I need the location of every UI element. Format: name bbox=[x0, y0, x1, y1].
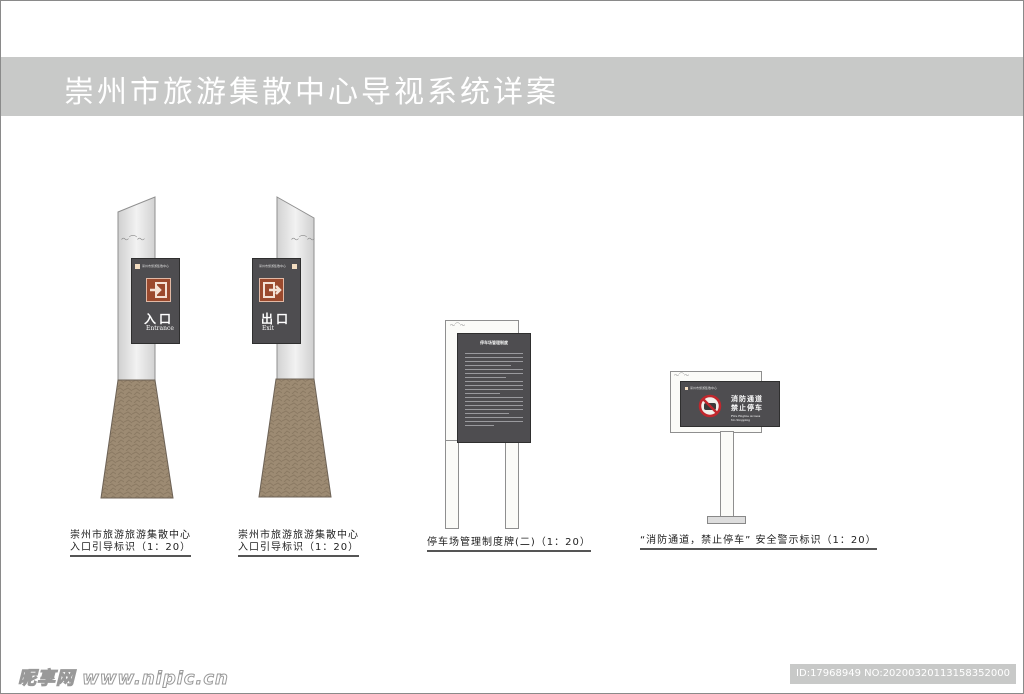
caption-line: 入口引导标识（1：20） bbox=[238, 542, 360, 557]
board-leg-left bbox=[445, 440, 459, 529]
logo-icon bbox=[292, 264, 297, 269]
image-id-badge: ID:17968949 NO:20200320113158352000 bbox=[790, 664, 1016, 684]
stone-base bbox=[100, 379, 174, 499]
main-label: 入口 bbox=[144, 312, 175, 326]
rules-text-block bbox=[465, 350, 523, 429]
sub-label: Exit bbox=[262, 325, 275, 332]
wave-logo-icon: ～⌒～ bbox=[121, 235, 145, 244]
warning-line: 消防通道 bbox=[731, 395, 763, 403]
warning-sub-line: Fire Engine Access bbox=[731, 414, 761, 418]
enter-door-icon bbox=[146, 278, 171, 302]
entrance-panel: 崇州市旅游集散中心 入口 Entrance bbox=[131, 258, 180, 344]
wave-logo-icon: ～⌒～ bbox=[291, 235, 315, 244]
watermark: 昵享网 www.nipic.cn bbox=[18, 668, 229, 690]
caption-line: “消防通道，禁止停车” 安全警示标识（1：20） bbox=[640, 535, 877, 550]
page-title: 崇州市旅游集散中心导视系统详案 bbox=[64, 75, 559, 110]
board-title: 停车场管理制度 bbox=[480, 340, 508, 345]
panel-header: 崇州市旅游集散中心 bbox=[142, 264, 170, 268]
exit-panel: 崇州市旅游集散中心 出口 Exit bbox=[252, 258, 301, 344]
entrance-caption: 崇州市旅游旅游集散中心 入口引导标识（1：20） bbox=[70, 530, 192, 557]
logo-icon bbox=[135, 264, 140, 269]
stone-base bbox=[258, 378, 332, 498]
caption-line: 停车场管理制度牌(二)（1：20） bbox=[427, 537, 591, 552]
exit-door-icon bbox=[259, 278, 284, 302]
post-base bbox=[707, 516, 746, 524]
rules-panel: 停车场管理制度 bbox=[457, 333, 531, 443]
board-leg-right bbox=[505, 440, 519, 529]
panel-header: 崇州市旅游集散中心 bbox=[259, 264, 287, 268]
warning-title: 消防通道 禁止停车 bbox=[731, 395, 763, 413]
exit-caption: 崇州市旅游旅游集散中心 入口引导标识（1：20） bbox=[238, 530, 360, 557]
caption-line: 入口引导标识（1：20） bbox=[70, 542, 192, 557]
no-parking-car-icon bbox=[698, 394, 722, 418]
caption-line: 崇州市旅游旅游集散中心 bbox=[238, 530, 359, 541]
warning-line: 禁止停车 bbox=[731, 404, 763, 412]
title-bar: 崇州市旅游集散中心导视系统详案 bbox=[1, 57, 1023, 116]
wave-logo-icon: ～⌒～ bbox=[674, 373, 690, 379]
caption-line: 崇州市旅游旅游集散中心 bbox=[70, 530, 191, 541]
fire-lane-caption: “消防通道，禁止停车” 安全警示标识（1：20） bbox=[640, 535, 877, 550]
warning-sub-line: No Stopping bbox=[731, 418, 751, 422]
wave-logo-icon: ～⌒～ bbox=[450, 323, 466, 329]
sub-label: Entrance bbox=[146, 325, 174, 332]
main-label: 出口 bbox=[261, 312, 292, 326]
sign-post bbox=[720, 431, 734, 519]
warning-english: Fire Engine Access No Stopping bbox=[731, 414, 760, 422]
logo-icon bbox=[685, 387, 688, 390]
panel-header: 崇州市旅游集散中心 bbox=[690, 386, 718, 390]
parking-caption: 停车场管理制度牌(二)（1：20） bbox=[427, 537, 591, 552]
warning-panel: 崇州市旅游集散中心 消防通道 禁止停车 Fire Engine Access N… bbox=[680, 381, 780, 427]
